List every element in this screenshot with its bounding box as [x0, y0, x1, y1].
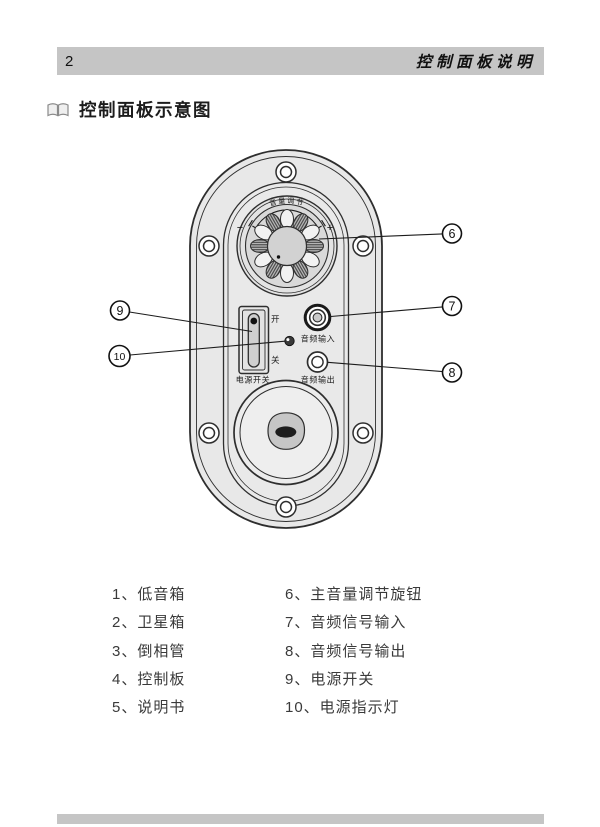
screw-bottom [275, 496, 297, 518]
legend-item-5: 5、说明书 [112, 699, 186, 717]
callout-line-6 [318, 233, 443, 240]
section-title: 控制面板示意图 [79, 100, 212, 120]
legend-right-column: 6、主音量调节旋钮 7、音频信号输入 8、音频信号输出 9、电源开关 10、电源… [285, 581, 422, 722]
callout-8: 8 [441, 362, 463, 383]
audio-input-caption: 音频输入 [301, 334, 335, 344]
callout-line-9 [129, 311, 253, 333]
screw-upper-right [352, 235, 374, 257]
svg-text:9: 9 [117, 304, 124, 318]
callout-line-8 [327, 361, 443, 373]
speaker [233, 379, 339, 486]
callout-9: 9 [109, 300, 131, 321]
volume-knob: 音量调节 − + [236, 195, 338, 297]
callout-line-10 [129, 340, 285, 356]
svg-text:10: 10 [114, 351, 126, 363]
audio-input-jack [303, 303, 332, 332]
callout-10: 10 [108, 344, 131, 368]
screw-lower-left [198, 422, 220, 444]
legend-item-2: 2、卫星箱 [112, 614, 186, 632]
book-icon [47, 102, 69, 117]
arc-dash-left [248, 219, 253, 227]
callout-7: 7 [441, 295, 463, 317]
legend-item-9: 9、电源开关 [285, 670, 375, 688]
page-footer-bar [57, 814, 544, 824]
legend-item-6: 6、主音量调节旋钮 [285, 586, 423, 603]
legend-item-4: 4、控制板 [112, 670, 186, 688]
callout-6: 6 [441, 223, 463, 244]
screw-upper-left [198, 235, 220, 257]
legend-item-1: 1、低音箱 [112, 586, 186, 603]
switch-dot [250, 317, 258, 325]
legend-item-8: 8、音频信号输出 [285, 642, 407, 660]
switch-slider [247, 312, 260, 368]
screw-top [275, 161, 297, 183]
arc-dash-right [321, 219, 326, 227]
knob-cap [266, 225, 308, 267]
legend-item-7: 7、音频信号输入 [285, 614, 407, 632]
control-panel-diagram: 音量调节 − + [108, 149, 463, 529]
svg-text:7: 7 [449, 300, 456, 314]
panel-inner-edge [196, 156, 376, 522]
audio-output-caption: 音频输出 [301, 375, 335, 385]
legend-item-10: 10、电源指示灯 [285, 699, 400, 717]
audio-output-jack [306, 351, 329, 373]
knob-minus-label: − [237, 222, 243, 234]
page-header-bar: 2 控制面板说明 [57, 47, 544, 75]
page-number: 2 [65, 52, 74, 70]
header-title: 控制面板说明 [415, 54, 536, 71]
switch-caption: 电源开关 [236, 375, 270, 385]
power-led [284, 335, 295, 347]
legend-left-column: 1、低音箱 2、卫星箱 3、倒相管 4、控制板 5、说明书 [112, 581, 185, 722]
knob-position-dot [276, 255, 281, 259]
knob-plus-label: + [327, 222, 333, 234]
screw-lower-right [352, 422, 374, 444]
switch-on-label: 开 [271, 314, 280, 324]
speaker-port [275, 426, 297, 438]
svg-text:6: 6 [449, 227, 456, 241]
switch-off-label: 关 [271, 355, 280, 365]
power-switch [238, 305, 270, 375]
section-heading: 控制面板示意图 [47, 97, 212, 122]
callout-line-7 [330, 306, 443, 318]
legend-item-3: 3、倒相管 [112, 642, 186, 660]
svg-text:8: 8 [449, 366, 456, 380]
